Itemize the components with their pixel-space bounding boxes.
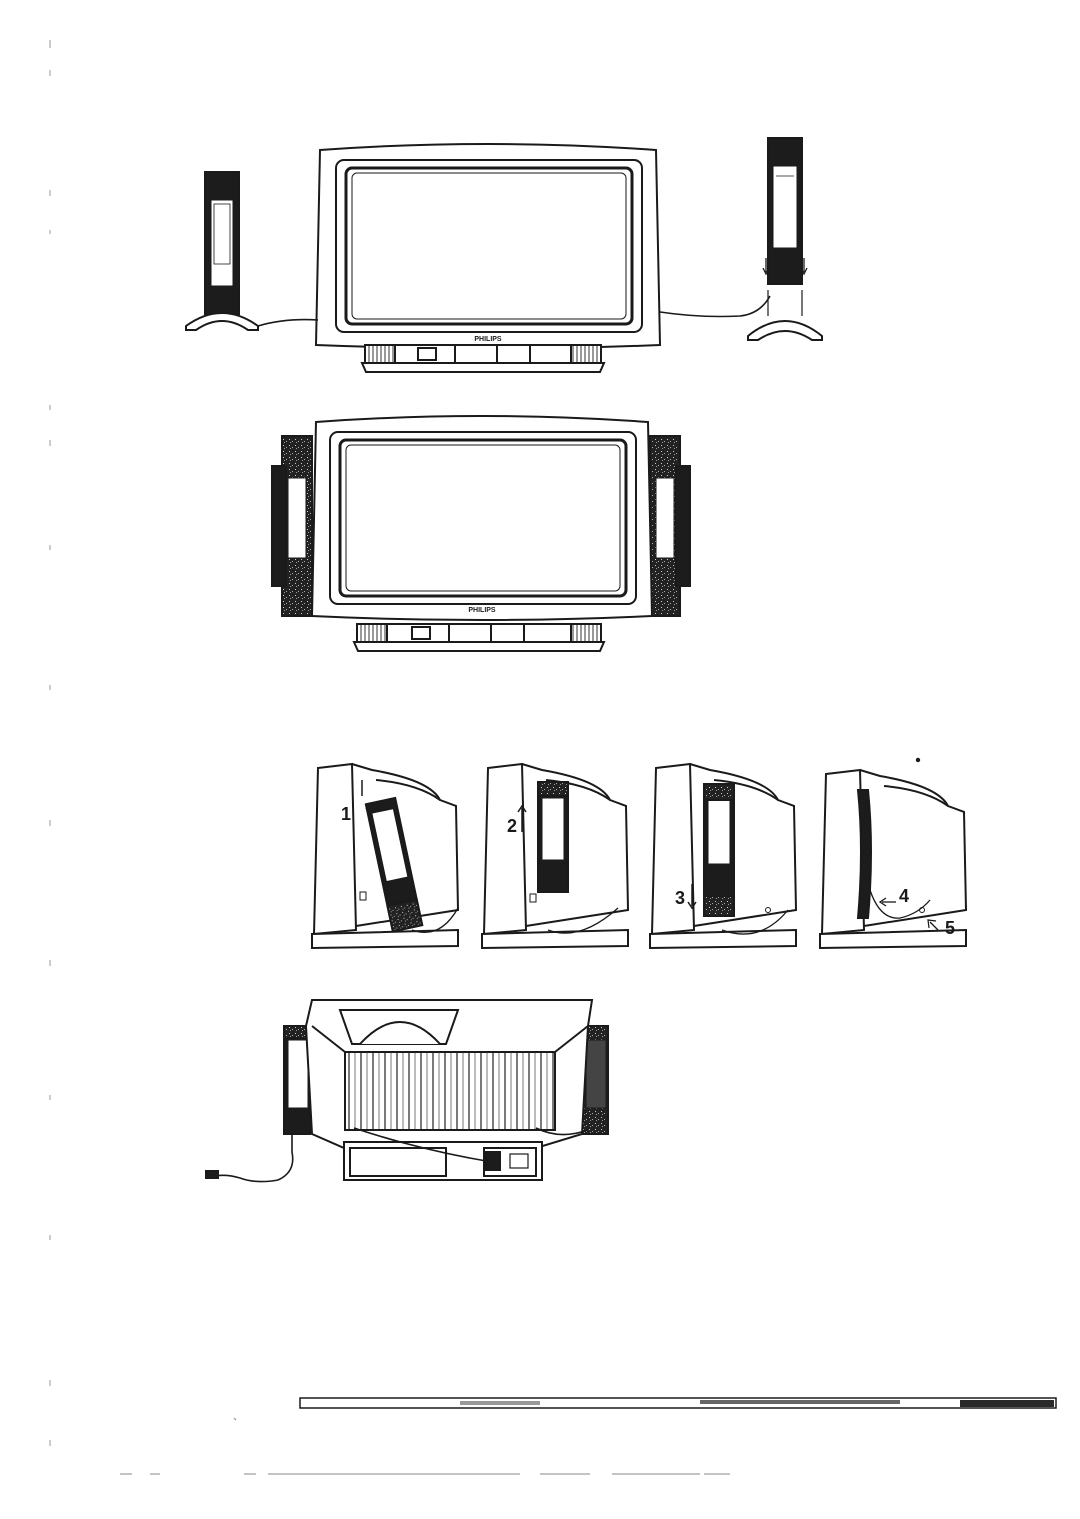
step-5-label: 5 bbox=[945, 918, 955, 938]
step-4-label: 4 bbox=[899, 886, 909, 906]
step-2-label: 2 bbox=[507, 816, 517, 836]
step-1-label: 1 bbox=[341, 804, 351, 824]
cable-left bbox=[257, 318, 319, 327]
side-view-step-4-5 bbox=[819, 757, 968, 950]
rear-speaker-left bbox=[283, 1025, 311, 1135]
figure-front-detached: PHILIPS bbox=[185, 137, 823, 373]
side-view-step-3 bbox=[649, 762, 798, 950]
step-3-label: 3 bbox=[675, 888, 685, 908]
side-view-step-1 bbox=[311, 762, 460, 950]
figure-rear-view bbox=[205, 999, 609, 1183]
side-view-step-2 bbox=[481, 762, 630, 950]
tv-rear bbox=[304, 999, 594, 1181]
power-plug bbox=[205, 1170, 219, 1179]
bottom-scan-marks bbox=[120, 1417, 730, 1475]
tv-front-2 bbox=[310, 415, 654, 652]
power-cord bbox=[215, 1134, 294, 1183]
scan-artifact-bar bbox=[299, 1397, 1057, 1409]
rear-cable bbox=[353, 1127, 589, 1163]
speaker-right-attached bbox=[649, 435, 691, 617]
brand-label-1: PHILIPS bbox=[474, 336, 502, 343]
figure-front-attached: PHILIPS bbox=[271, 415, 691, 652]
speaker-left-attached bbox=[271, 435, 313, 617]
brand-label-2: PHILIPS bbox=[468, 607, 496, 614]
speaker-right-lifted bbox=[747, 137, 823, 341]
figure-side-steps: 1 2 bbox=[311, 757, 968, 950]
speaker-left-on-stand bbox=[185, 171, 259, 331]
tv-front bbox=[314, 143, 662, 373]
cable-right bbox=[659, 295, 771, 318]
